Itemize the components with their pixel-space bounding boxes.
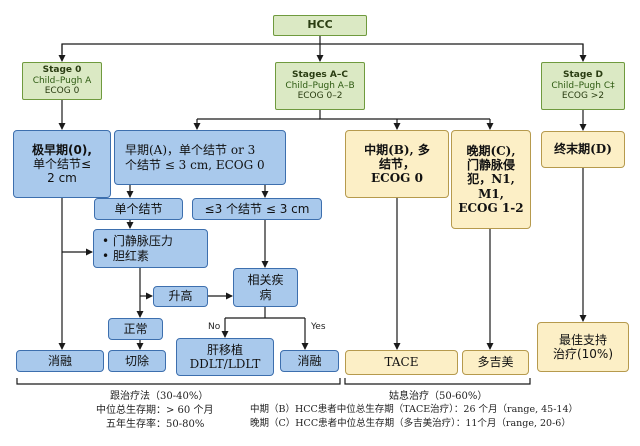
normal-label: 正常 xyxy=(123,321,148,336)
stage-a-c-title: Stages A–C xyxy=(292,70,348,81)
advanced-line3: 犯，N1, xyxy=(467,172,515,187)
very-early-node: 极早期(0), 单个结节≤ 2 cm xyxy=(13,130,111,198)
very-early-line3: 2 cm xyxy=(47,171,77,186)
early-line1: 早期(A)，单个结节 or 3 xyxy=(125,143,256,158)
ablation-right-label: 消融 xyxy=(297,353,322,368)
footer-palliative-c: 晚期（C）HCC患者中位总生存期（多吉美治疗）：11个月（range, 20-6… xyxy=(250,418,571,429)
ablation-left-node: 消融 xyxy=(16,350,104,372)
stage-d-child: Child–Pugh C‡ xyxy=(551,80,615,91)
single-nodule-label: 单个结节 xyxy=(114,201,163,216)
elevated-node: 升高 xyxy=(153,286,208,307)
stage-a-c-ecog: ECOG 0–2 xyxy=(297,91,343,102)
three-nodules-node: ≤3 个结节 ≤ 3 cm xyxy=(192,198,322,220)
hcc-node: HCC xyxy=(273,15,367,36)
yes-label: Yes xyxy=(311,322,326,332)
transplant-node: 肝移植 DDLT/LDLT xyxy=(176,338,274,376)
pv-item-1: • 门静脉压力 xyxy=(102,234,173,249)
transplant-line1: 肝移植 xyxy=(206,342,243,357)
terminal-node: 终末期(D) xyxy=(541,131,625,168)
early-line2: 个结节 ≤ 3 cm, ECOG 0 xyxy=(125,157,265,172)
stage-d-node: Stage D Child–Pugh C‡ ECOG >2 xyxy=(541,62,625,110)
stage-a-c-child: Child–Pugh A–B xyxy=(285,80,355,91)
sorafenib-node: 多吉美 xyxy=(462,350,529,375)
three-nodules-label: ≤3 个结节 ≤ 3 cm xyxy=(204,201,310,216)
terminal-label: 终末期(D) xyxy=(554,142,612,157)
no-label: No xyxy=(208,322,221,332)
pv-item-2: • 胆红素 xyxy=(102,248,149,263)
advanced-node: 晚期(C), 门静脉侵 犯，N1, M1, ECOG 1-2 xyxy=(451,130,531,229)
pv-item-2-text: 胆红素 xyxy=(112,248,149,263)
elevated-label: 升高 xyxy=(168,289,193,304)
hcc-label: HCC xyxy=(307,18,333,32)
sorafenib-label: 多吉美 xyxy=(477,355,514,370)
ablation-right-node: 消融 xyxy=(280,350,339,372)
best-support-line2: 治疗(10%) xyxy=(552,347,614,361)
early-node: 早期(A)，单个结节 or 3 个结节 ≤ 3 cm, ECOG 0 xyxy=(114,130,286,185)
best-support-node: 最佳支持 治疗(10%) xyxy=(537,322,629,372)
resection-label: 切除 xyxy=(124,353,149,368)
related-disease-node: 相关疾 病 xyxy=(233,268,298,307)
single-nodule-node: 单个结节 xyxy=(94,198,183,220)
footer-palliative-title: 姑息治疗（50-60%） xyxy=(389,391,488,402)
stage-0-ecog: ECOG 0 xyxy=(44,86,80,97)
intermediate-node: 中期(B), 多 结节， ECOG 0 xyxy=(345,130,449,198)
very-early-title: 极早期(0), xyxy=(32,142,92,157)
transplant-line2: DDLT/LDLT xyxy=(189,357,261,371)
advanced-line5: ECOG 1-2 xyxy=(458,200,524,215)
ablation-left-label: 消融 xyxy=(47,353,72,368)
normal-node: 正常 xyxy=(108,318,163,340)
best-support-line1: 最佳支持 xyxy=(558,332,607,347)
stage-d-title: Stage D xyxy=(562,70,603,81)
stage-a-c-node: Stages A–C Child–Pugh A–B ECOG 0–2 xyxy=(275,62,365,110)
stage-0-title: Stage 0 xyxy=(42,65,82,76)
very-early-line2: 单个结节≤ xyxy=(32,156,92,171)
pv-item-1-text: 门静脉压力 xyxy=(112,234,173,249)
intermediate-line2: 结节， xyxy=(378,156,415,171)
stage-d-ecog: ECOG >2 xyxy=(561,91,605,102)
intermediate-line3: ECOG 0 xyxy=(371,171,423,186)
pv-bilirubin-node: • 门静脉压力 • 胆红素 xyxy=(93,229,208,268)
related-disease-line1: 相关疾 xyxy=(247,273,284,288)
tace-node: TACE xyxy=(345,350,458,375)
resection-node: 切除 xyxy=(108,350,166,372)
advanced-line4: M1, xyxy=(478,186,504,201)
stage-0-child: Child–Pugh A xyxy=(32,75,92,86)
stage-0-node: Stage 0 Child–Pugh A ECOG 0 xyxy=(22,62,102,100)
intermediate-line1: 中期(B), 多 xyxy=(364,142,430,157)
advanced-line1: 晚期(C), xyxy=(466,144,516,159)
footer-curative-median: 中位总生存期：> 60 个月 xyxy=(96,405,214,416)
footer-curative-title: 跟治疗法（30-40%） xyxy=(110,391,209,402)
advanced-line2: 门静脉侵 xyxy=(466,158,515,173)
tace-label: TACE xyxy=(384,355,419,370)
footer-curative-5yr: 五年生存率：50-80% xyxy=(106,419,205,430)
related-disease-line2: 病 xyxy=(259,287,272,302)
footer-palliative-b: 中期（B）HCC患者中位总生存期（TACE治疗）：26 个月（range, 45… xyxy=(250,404,578,415)
